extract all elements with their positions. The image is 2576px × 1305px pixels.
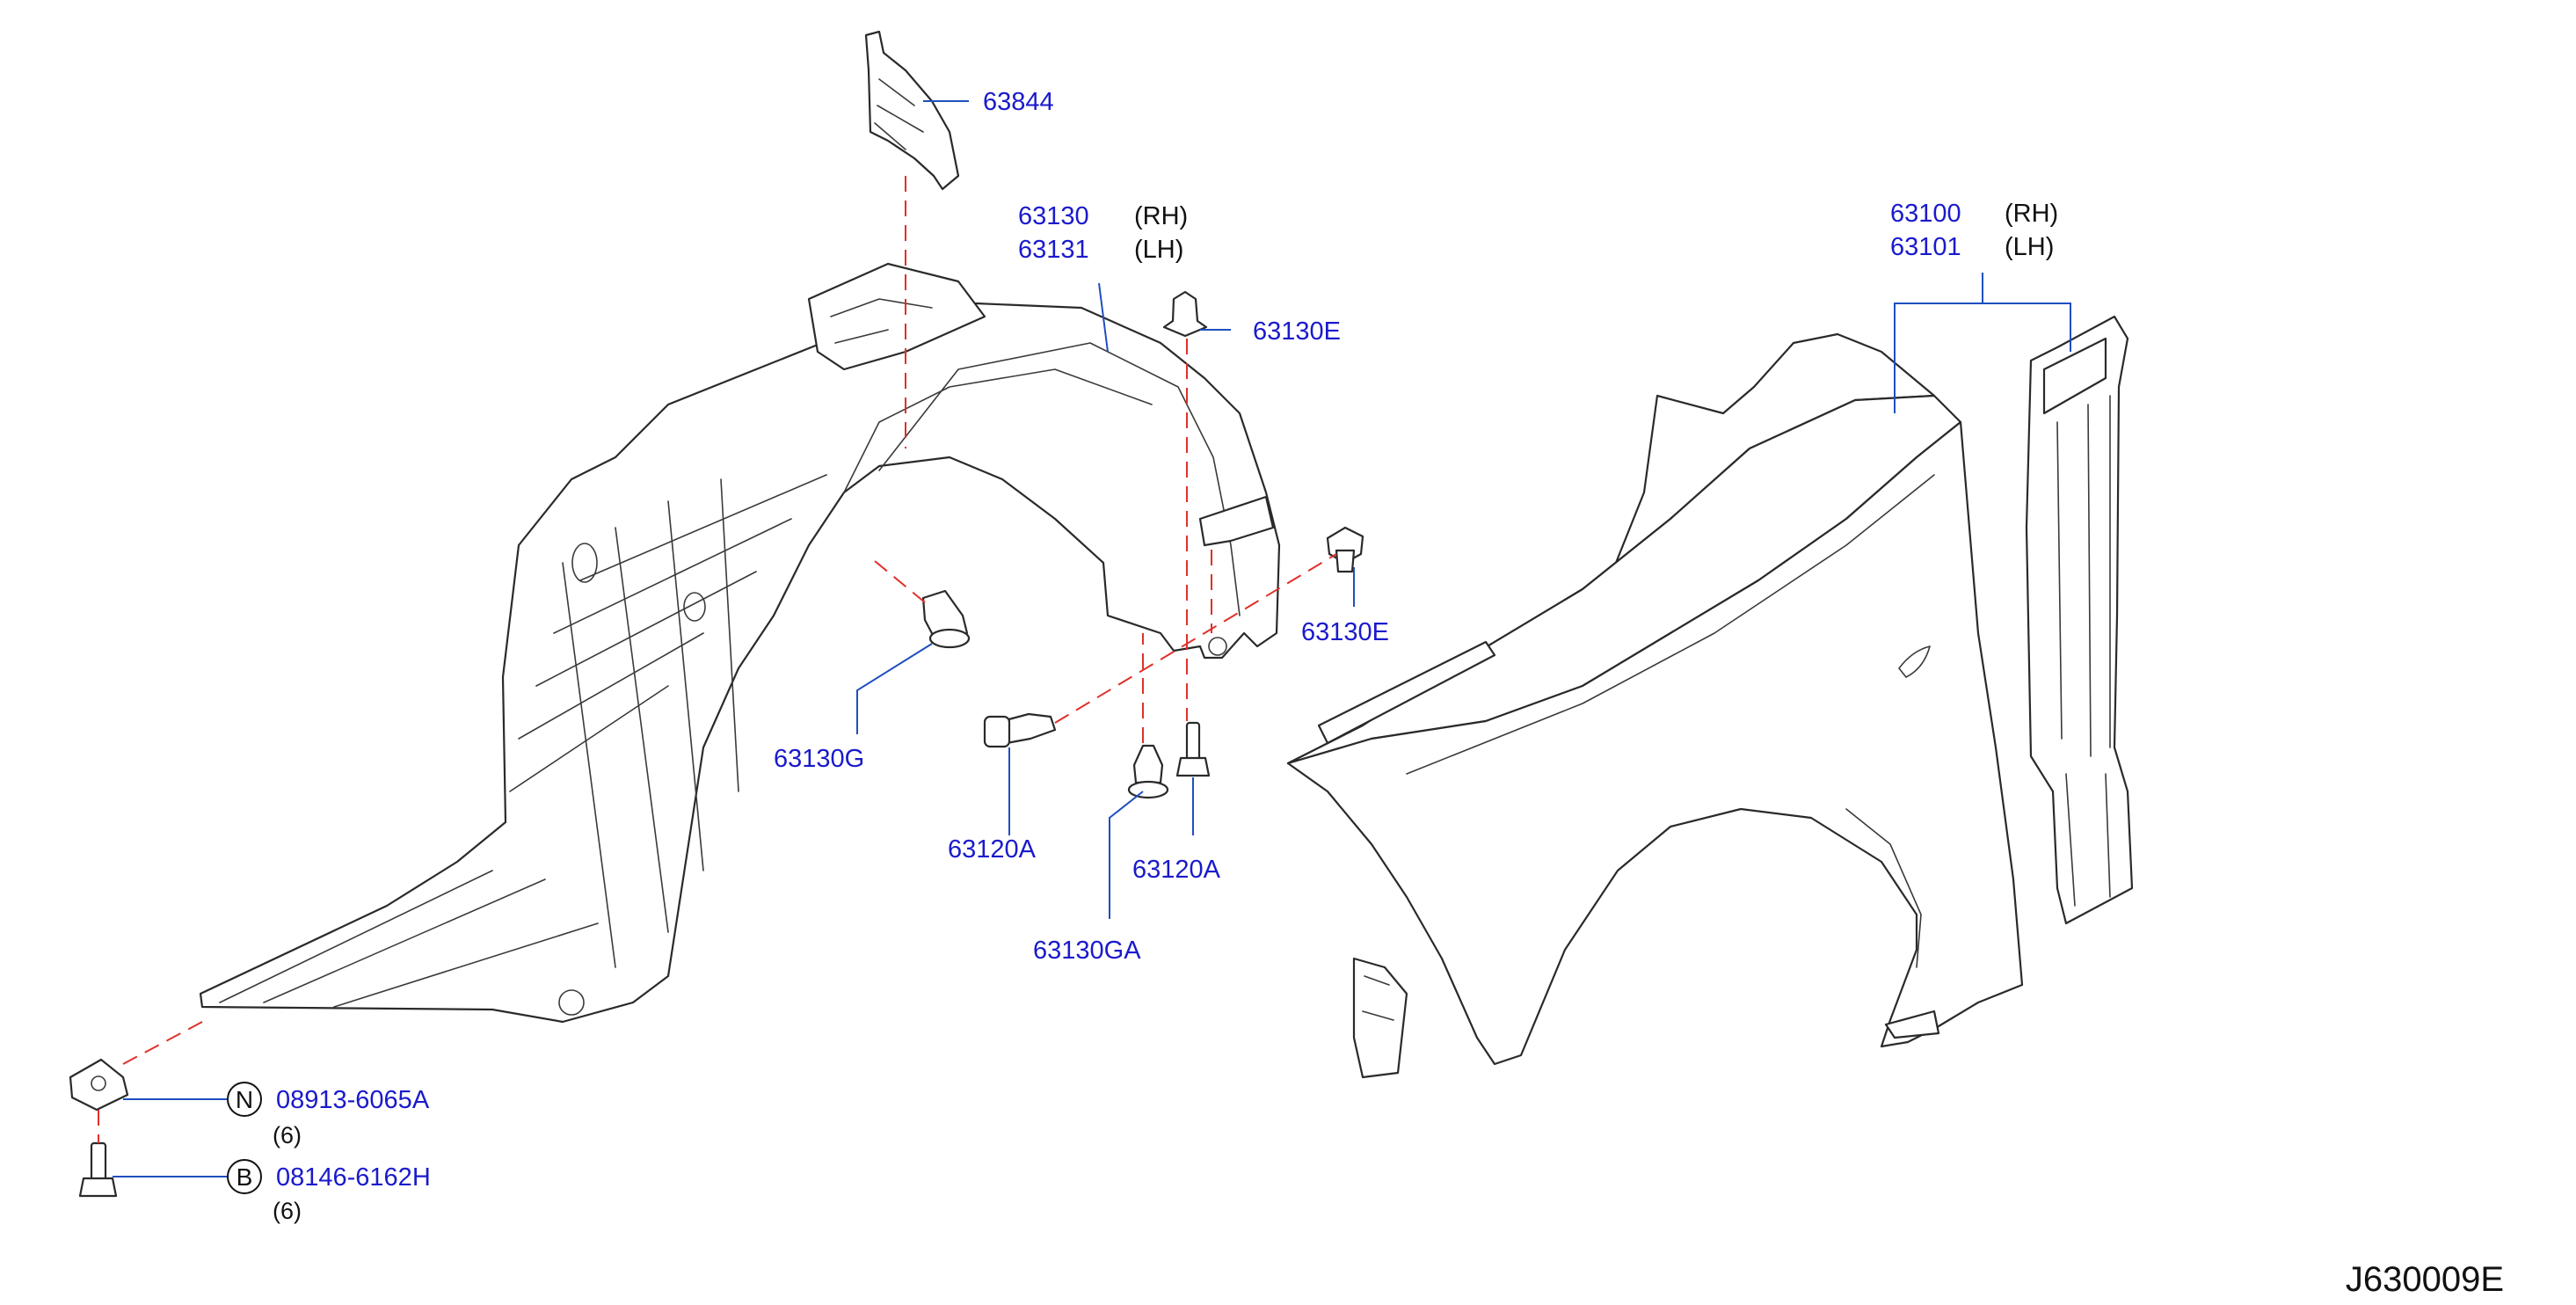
label-63100-side: (RH) [2005,200,2058,228]
clip-nut-drawing [69,1058,129,1112]
bolt-63120A-right-drawing [1175,721,1211,777]
label-63131-side: (LH) [1134,236,1183,264]
label-63130E-top: 63130E [1253,317,1341,346]
clip-63130GA-drawing [1127,744,1169,799]
front-fender-drawing [1286,332,2024,1079]
label-63130E-mid: 63130E [1301,618,1389,646]
bolt-symbol-circle [227,1159,262,1194]
label-63130GA: 63130GA [1033,937,1141,965]
bolt-63120A-left-drawing [983,712,1057,748]
diagram-code: J630009E [2346,1260,2504,1299]
label-63130G: 63130G [774,745,864,773]
label-63101: 63101 [1890,233,1961,261]
leader-lines [113,100,2071,1177]
label-63130-side: (RH) [1134,202,1188,230]
label-63120A-right: 63120A [1132,856,1221,884]
fender-liner-drawing [199,262,1281,1024]
nut-quantity: (6) [273,1122,302,1148]
label-63131: 63131 [1018,236,1089,264]
label-63120A-left: 63120A [948,835,1037,864]
clip-63130E-top-drawing [1162,290,1208,338]
nut-part-number: 08913-6065A [276,1086,430,1114]
clip-63130G-drawing [921,589,971,649]
bolt-symbol: B [236,1163,253,1191]
nut-callout: N 08913-6065A (6) [227,1082,430,1148]
bolt-part-number: 08146-6162H [276,1163,431,1192]
label-63101-side: (LH) [2005,233,2054,261]
bolt-drawing [78,1141,118,1198]
fender-side-panel-drawing [2025,315,2134,925]
bolt-callout: B 08146-6162H (6) [227,1159,431,1224]
label-63130: 63130 [1018,202,1089,230]
nut-symbol: N [236,1086,253,1113]
label-63844: 63844 [983,88,1054,116]
bolt-quantity: (6) [273,1198,302,1224]
clip-63130E-mid-drawing [1326,526,1364,573]
assembly-dashed-lines [98,176,1337,1143]
splash-shield-63844-drawing [864,30,960,191]
label-63100: 63100 [1890,200,1961,228]
nut-symbol-circle [227,1082,262,1117]
